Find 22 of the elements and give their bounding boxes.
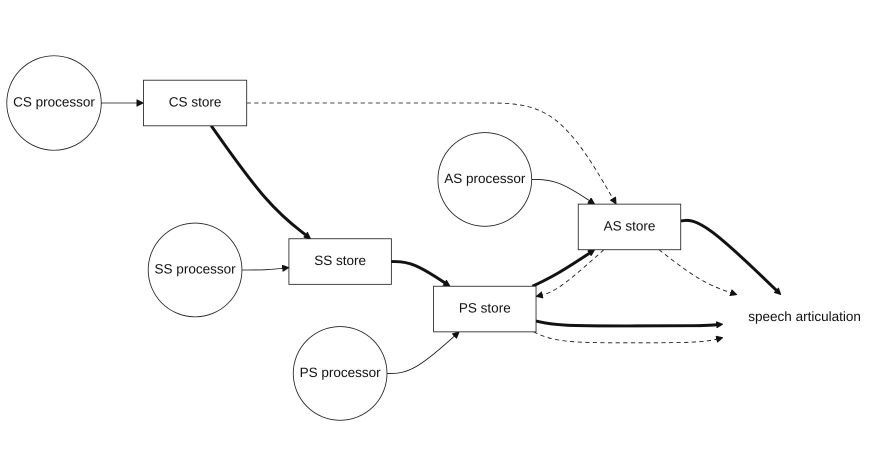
arrow	[536, 320, 724, 328]
arrow	[391, 260, 450, 287]
arrow	[210, 124, 311, 240]
node-circle: CS processor	[6, 55, 102, 151]
arrow	[532, 249, 596, 288]
node-text: speech articulation	[748, 310, 861, 324]
arrow	[536, 249, 604, 298]
arrow	[533, 331, 724, 344]
arrow	[246, 102, 617, 204]
arrow	[658, 249, 738, 296]
node-box: AS store	[578, 204, 682, 250]
node-box: CS store	[143, 80, 248, 126]
arrow	[386, 331, 460, 374]
arrow	[531, 178, 596, 204]
node-circle: AS processor	[438, 132, 532, 227]
arrow	[242, 264, 290, 272]
node-box: PS store	[433, 286, 536, 332]
node-circle: SS processor	[148, 222, 242, 318]
arrow	[680, 218, 782, 295]
node-circle: PS processor	[292, 326, 388, 421]
arrow	[100, 99, 144, 107]
node-box: SS store	[288, 238, 392, 285]
